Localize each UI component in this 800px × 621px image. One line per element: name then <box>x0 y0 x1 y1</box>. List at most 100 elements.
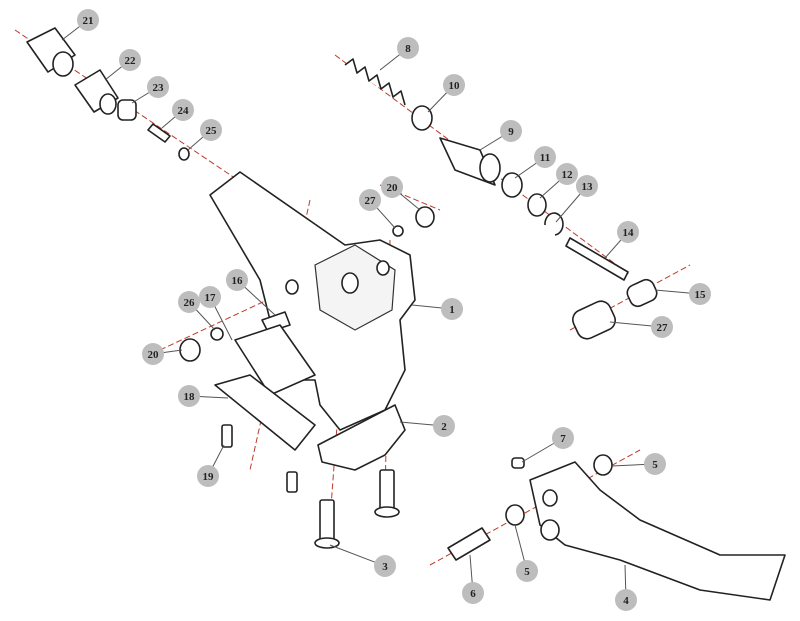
callout-circle <box>397 37 419 59</box>
sleeve-part-27 <box>572 300 616 340</box>
callout-number: 1 <box>449 304 455 316</box>
callout-number: 26 <box>184 297 196 309</box>
callout-circle <box>516 560 538 582</box>
washer-part-10 <box>411 105 433 131</box>
clamp-part-2 <box>317 404 406 471</box>
callout-circle <box>178 385 200 407</box>
callout-circle <box>200 119 222 141</box>
bushing-part-5 <box>505 504 525 526</box>
callout-circle <box>556 163 578 185</box>
callout-number: 2 <box>441 421 447 433</box>
callout-part-25: 25 <box>200 119 222 141</box>
callout-number: 27 <box>657 322 669 334</box>
diaphragm-part-17 <box>234 324 316 396</box>
callout-circle <box>443 74 465 96</box>
callout-circle <box>644 453 666 475</box>
callout-part-5: 5 <box>516 560 538 582</box>
callout-part-26: 26 <box>178 291 200 313</box>
callout-part-21: 21 <box>77 9 99 31</box>
callout-number: 20 <box>387 182 399 194</box>
callout-number: 8 <box>405 43 411 55</box>
callout-circle <box>226 269 248 291</box>
callout-number: 22 <box>125 55 137 67</box>
screw-part-24 <box>147 123 171 143</box>
callout-part-27: 27 <box>651 316 673 338</box>
callout-part-16: 16 <box>226 269 248 291</box>
callout-circle <box>142 343 164 365</box>
callout-number: 5 <box>652 459 658 471</box>
callout-part-22: 22 <box>119 49 141 71</box>
callout-circle <box>615 589 637 611</box>
callout-circle <box>552 427 574 449</box>
callout-circle <box>172 99 194 121</box>
brake-lever-part-4 <box>529 461 786 601</box>
pushrod-part-14 <box>565 237 629 281</box>
callout-circle <box>441 298 463 320</box>
callout-number: 25 <box>206 125 218 137</box>
callout-part-1: 1 <box>441 298 463 320</box>
callout-circle <box>119 49 141 71</box>
callout-number: 12 <box>562 169 574 181</box>
callout-part-8: 8 <box>397 37 419 59</box>
cover-screw-part-19 <box>221 424 233 448</box>
callout-number: 9 <box>508 126 514 138</box>
callout-part-11: 11 <box>534 146 556 168</box>
callout-part-7: 7 <box>552 427 574 449</box>
pivot-pin-part-6 <box>447 527 491 561</box>
callout-number: 13 <box>582 181 594 193</box>
callout-number: 14 <box>623 227 635 239</box>
barrel-nut-part-15 <box>626 278 658 308</box>
callout-part-3: 3 <box>374 555 396 577</box>
reservoir-cover-part-18 <box>214 374 316 451</box>
callout-circle <box>77 9 99 31</box>
callout-number: 7 <box>560 433 566 445</box>
lever-hole <box>542 489 558 507</box>
callout-circle <box>178 291 200 313</box>
callout-circle <box>617 221 639 243</box>
callout-part-5: 5 <box>644 453 666 475</box>
callout-part-17: 17 <box>199 286 221 308</box>
callout-circle <box>433 415 455 437</box>
callout-number: 17 <box>205 292 217 304</box>
callout-circle <box>359 189 381 211</box>
callout-part-20: 20 <box>142 343 164 365</box>
clamp-bolt-part-3 <box>314 499 340 549</box>
callout-number: 11 <box>540 152 550 164</box>
callout-number: 3 <box>382 561 388 573</box>
callout-number: 10 <box>449 80 461 92</box>
washer-part-26 <box>210 327 224 341</box>
adjuster-barrel-part-22 <box>74 69 119 115</box>
callout-circle <box>381 176 403 198</box>
callout-circle <box>374 555 396 577</box>
callout-circle <box>689 283 711 305</box>
callout-part-9: 9 <box>500 120 522 142</box>
set-screw-part-7 <box>511 457 525 469</box>
callout-part-27: 27 <box>359 189 381 211</box>
callout-part-23: 23 <box>147 76 169 98</box>
seal-part-11 <box>501 172 523 198</box>
callout-part-4: 4 <box>615 589 637 611</box>
piston-part-9 <box>439 137 501 186</box>
callout-part-15: 15 <box>689 283 711 305</box>
callout-labels: 2122232425810911121314152720271617262011… <box>77 9 711 611</box>
washer-part-27 <box>392 225 404 237</box>
callout-circle <box>199 286 221 308</box>
callout-number: 15 <box>695 289 707 301</box>
callout-circle <box>500 120 522 142</box>
callout-number: 16 <box>232 275 244 287</box>
callout-number: 18 <box>184 391 196 403</box>
callout-circle <box>197 465 219 487</box>
callout-number: 20 <box>148 349 160 361</box>
callout-number: 23 <box>153 82 165 94</box>
callout-part-6: 6 <box>462 582 484 604</box>
callout-circle <box>462 582 484 604</box>
callout-part-13: 13 <box>576 175 598 197</box>
lever-pivot-hole <box>540 519 560 541</box>
callout-number: 6 <box>470 588 476 600</box>
callout-part-24: 24 <box>172 99 194 121</box>
washer-part-25 <box>178 147 190 161</box>
callout-circle <box>147 76 169 98</box>
callout-number: 24 <box>178 105 190 117</box>
